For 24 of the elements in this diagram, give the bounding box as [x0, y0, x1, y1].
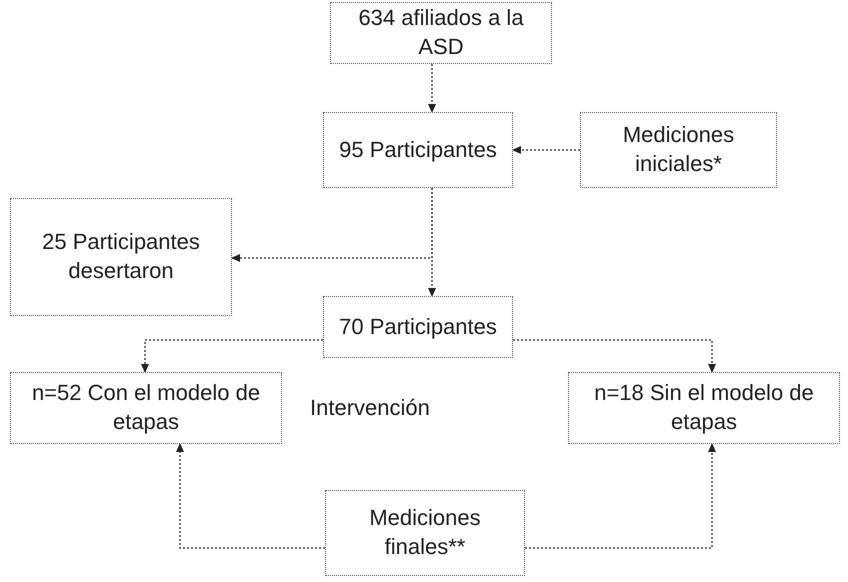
box-text: n=18 Sin el modelo de etapas: [593, 379, 815, 436]
arrow: [428, 64, 436, 113]
arrow: [512, 146, 580, 154]
process-box: [325, 490, 525, 576]
process-box: [568, 372, 840, 444]
arrow: [525, 443, 716, 549]
arrow: [231, 188, 433, 262]
box-text: 70 Participantes: [339, 312, 497, 341]
process-box: [323, 112, 513, 188]
box-text: n=52 Con el modelo de etapas: [30, 379, 262, 436]
box-text: 25 Participantes desertaron: [41, 228, 201, 285]
stage-label: Intervención: [310, 395, 430, 421]
arrow: [141, 339, 323, 373]
box-text: Mediciones finales**: [368, 504, 482, 561]
process-box: [580, 112, 777, 188]
process-box: [330, 2, 552, 64]
box-text: 634 afiliados a la ASD: [357, 4, 525, 61]
box-text: 95 Participantes: [339, 136, 497, 164]
process-box: [10, 372, 282, 444]
arrow: [176, 443, 325, 549]
process-box: [323, 296, 513, 358]
arrow: [513, 339, 716, 373]
box-text: Mediciones iniciales*: [622, 121, 736, 178]
process-box: [10, 198, 232, 316]
